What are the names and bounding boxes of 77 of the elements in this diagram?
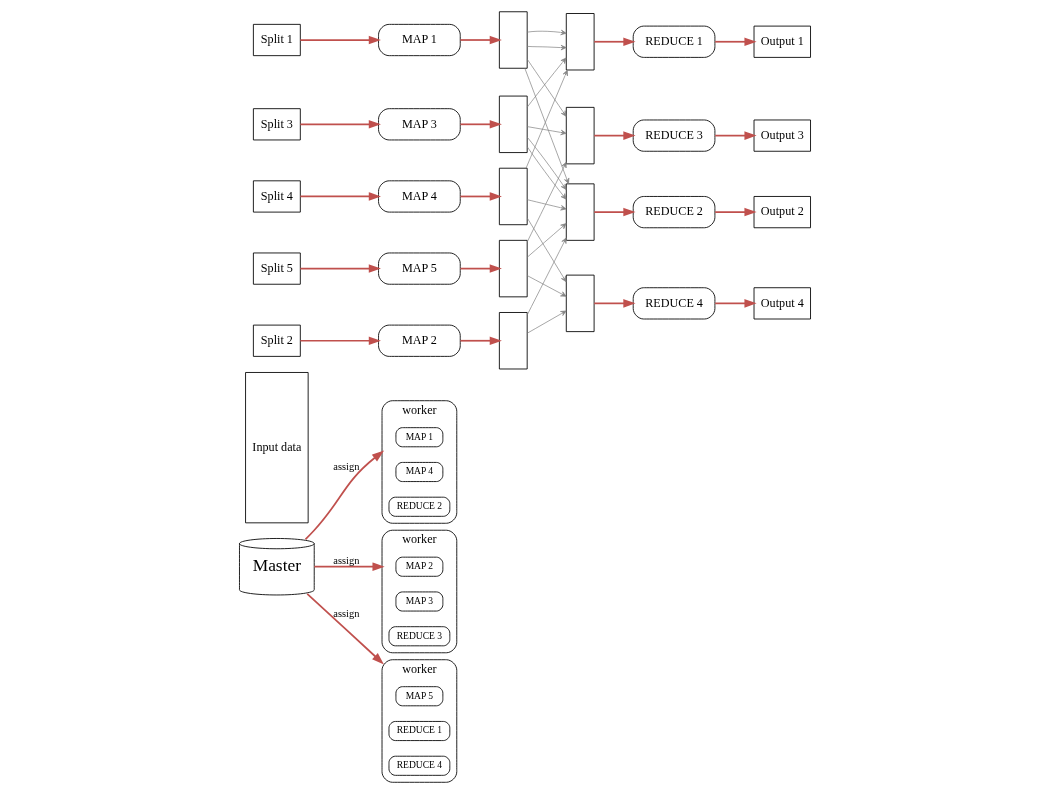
arrow	[526, 29, 567, 36]
arrow	[714, 207, 757, 217]
node-box	[498, 11, 528, 69]
node-box: REDUCE 1	[388, 721, 451, 741]
arrow	[714, 299, 757, 308]
node-box: MAP 1	[378, 23, 461, 57]
arrow	[527, 217, 567, 283]
arrow	[527, 237, 567, 316]
node-box	[565, 183, 595, 241]
arrow	[527, 59, 567, 117]
node-box: MAP 5	[378, 252, 461, 285]
node-box: REDUCE 4	[632, 287, 716, 320]
node-box: Split 5	[252, 252, 301, 285]
arrow	[299, 192, 381, 201]
node-box: REDUCE 2	[388, 496, 451, 517]
arrow	[525, 69, 568, 169]
node-box	[565, 274, 595, 333]
arrow	[526, 57, 567, 108]
arrow	[459, 120, 502, 129]
arrow	[459, 336, 502, 345]
arrow	[527, 275, 567, 297]
arrow	[527, 126, 567, 136]
edge-label: assign	[333, 460, 360, 472]
arrow	[299, 264, 381, 273]
arrow	[593, 131, 636, 140]
arrow	[527, 161, 567, 243]
arrow	[526, 199, 567, 211]
node-box: Output 4	[753, 287, 811, 320]
node-box: REDUCE 3	[632, 119, 716, 152]
arrow	[304, 450, 385, 541]
edge-label: assign	[333, 607, 360, 619]
node-box	[498, 167, 528, 226]
node-box: MAP 1	[395, 427, 444, 448]
node-box: REDUCE 4	[388, 755, 451, 776]
arrow	[524, 68, 570, 184]
node-box: MAP 4	[395, 462, 444, 482]
node-box: REDUCE 2	[632, 196, 716, 229]
node-box: REDUCE 3	[388, 626, 451, 647]
node-box: Output 1	[753, 25, 811, 58]
arrow	[306, 593, 384, 665]
node-box: Split 4	[252, 180, 301, 213]
arrow	[593, 37, 636, 46]
arrow	[459, 192, 502, 201]
node-box: MAP 5	[395, 686, 444, 707]
arrow	[714, 37, 757, 46]
node-box	[498, 312, 528, 370]
arrow	[299, 336, 381, 345]
arrow	[459, 35, 502, 45]
node-box: MAP 4	[378, 180, 461, 213]
node-box: MAP 3	[378, 108, 461, 141]
node-box: Output 2	[753, 196, 811, 229]
arrow	[459, 264, 502, 273]
arrow	[527, 146, 567, 200]
arrow	[714, 131, 757, 140]
node-box: MAP 2	[378, 324, 461, 357]
node-box	[565, 13, 595, 71]
arrow	[299, 35, 381, 45]
node-box	[498, 239, 528, 298]
node-box: REDUCE 1	[632, 25, 716, 58]
node-box: Split 2	[252, 324, 301, 357]
arrow	[593, 299, 636, 308]
arrow	[313, 562, 385, 571]
arrow	[527, 310, 567, 334]
arrow	[593, 207, 636, 217]
node-box	[498, 95, 528, 153]
node-box: MAP 3	[395, 591, 444, 612]
arrow	[527, 223, 567, 258]
arrow	[299, 120, 381, 129]
arrow	[526, 44, 567, 51]
node-box	[565, 106, 595, 165]
node-box: Split 1	[252, 23, 301, 57]
node-box: Output 3	[753, 119, 811, 152]
arrow	[527, 136, 567, 190]
node-box: Split 3	[252, 108, 301, 141]
edge-label: assign	[333, 554, 360, 566]
node-box: Input data	[245, 372, 309, 524]
node-box: MAP 2	[395, 556, 444, 577]
